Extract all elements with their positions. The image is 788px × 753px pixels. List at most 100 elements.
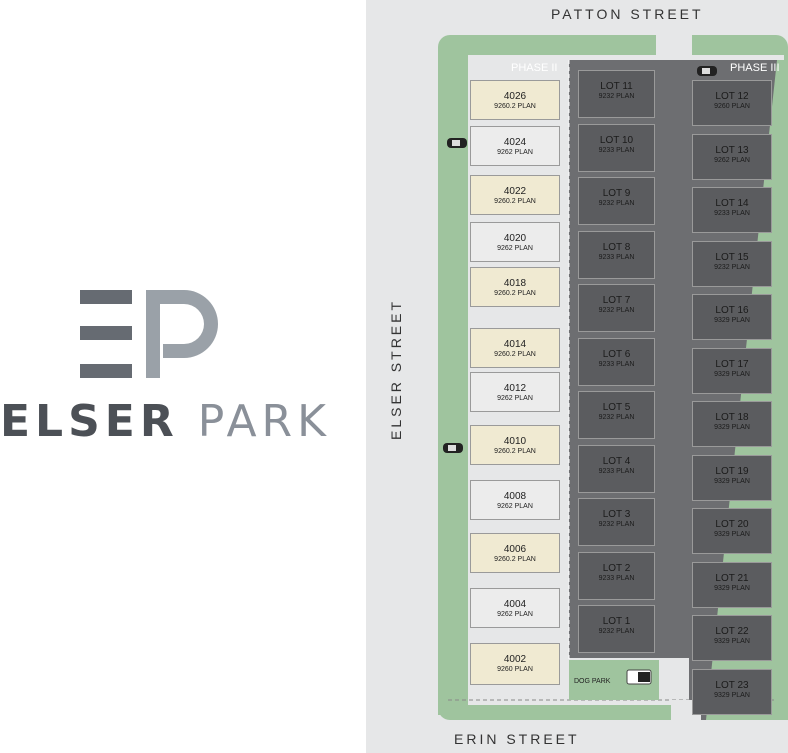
phase-label-ii: PHASE II [511,62,558,74]
lot-plan: 9262 PLAN [714,156,750,164]
brand-name: ELSER PARK [0,396,326,447]
lot-number: LOT 15 [715,251,749,263]
lot-plan: 9233 PLAN [598,253,635,261]
lot-plan: 9260 PLAN [497,666,533,673]
lot-number: LOT 8 [602,241,631,253]
lot-number: 4022 [503,186,527,197]
lot-plan: 9232 PLAN [598,307,635,314]
lot-number: LOT 11 [600,81,633,92]
lot-number: 4024 [503,137,527,148]
lot-number: LOT 18 [715,412,749,423]
lot-plan: 9232 PLAN [598,93,635,100]
brand-name-park: PARK [197,396,331,447]
lot-plan: 9233 PLAN [598,574,635,582]
lot-plan: 9260.2 PLAN [494,198,536,205]
lot-plan: 9262 PLAN [497,149,533,156]
lot-number: LOT 1 [602,616,631,627]
lot-number: 4002 [503,654,527,665]
street-label-patton: PATTON STREET [551,6,704,22]
lot-plan: 9329 PLAN [714,584,750,592]
lot-number: 4006 [503,544,527,555]
lot-number: LOT 22 [715,626,749,637]
street-label-elser: ELSER STREET [388,298,404,440]
car-icon [697,66,717,76]
lot-number: LOT 7 [602,295,631,306]
lot-number: 4020 [503,233,527,244]
brand-name-elser: ELSER [0,396,179,447]
lot-number: 4018 [503,278,527,289]
lot-number: 4008 [503,491,527,502]
lot-number: LOT 23 [715,679,749,691]
lot-plan: 9329 PLAN [714,691,750,699]
lot-number: 4004 [503,599,527,610]
lot-plan: 9260 PLAN [714,103,750,110]
dog-park-label: DOG PARK [574,678,611,685]
lot-plan: 9329 PLAN [714,531,750,538]
lot-plan: 9262 PLAN [497,611,533,618]
lot-plan: 9262 PLAN [497,395,533,402]
street-label-erin: ERIN STREET [454,731,580,747]
lot-number: LOT 16 [715,305,749,316]
lot-number: 4014 [503,339,527,350]
lot-plan: 9262 PLAN [497,503,533,510]
lot-plan: 9233 PLAN [598,360,635,368]
lot-number: LOT 14 [715,198,749,209]
lot-number: 4010 [503,436,527,447]
lot-plan: 9329 PLAN [714,477,750,485]
lot-number: LOT 10 [599,134,634,146]
lot-plan: 9329 PLAN [714,317,750,324]
lot-plan: 9232 PLAN [598,521,635,528]
lot-number: LOT 2 [602,562,631,574]
lot-number: LOT 13 [715,144,749,156]
lot-number: LOT 12 [715,91,749,102]
lot-plan: 9233 PLAN [598,146,635,154]
lot-plan: 9260.2 PLAN [494,448,536,455]
lot-number: 4026 [503,91,527,102]
lot-plan: 9232 PLAN [714,263,750,271]
lot-plan: 9260.2 PLAN [494,103,536,110]
site-map: PATTON STREET ERIN STREET ELSER STREET P… [366,0,788,753]
lot-number: LOT 17 [715,358,749,370]
lot-plan: 9232 PLAN [598,414,635,421]
lot-number: LOT 4 [602,455,631,467]
lot-number: 4012 [503,383,527,394]
lot-number: LOT 3 [602,509,631,520]
lot-plan: 9329 PLAN [714,638,750,645]
lot-number: LOT 5 [602,402,631,413]
